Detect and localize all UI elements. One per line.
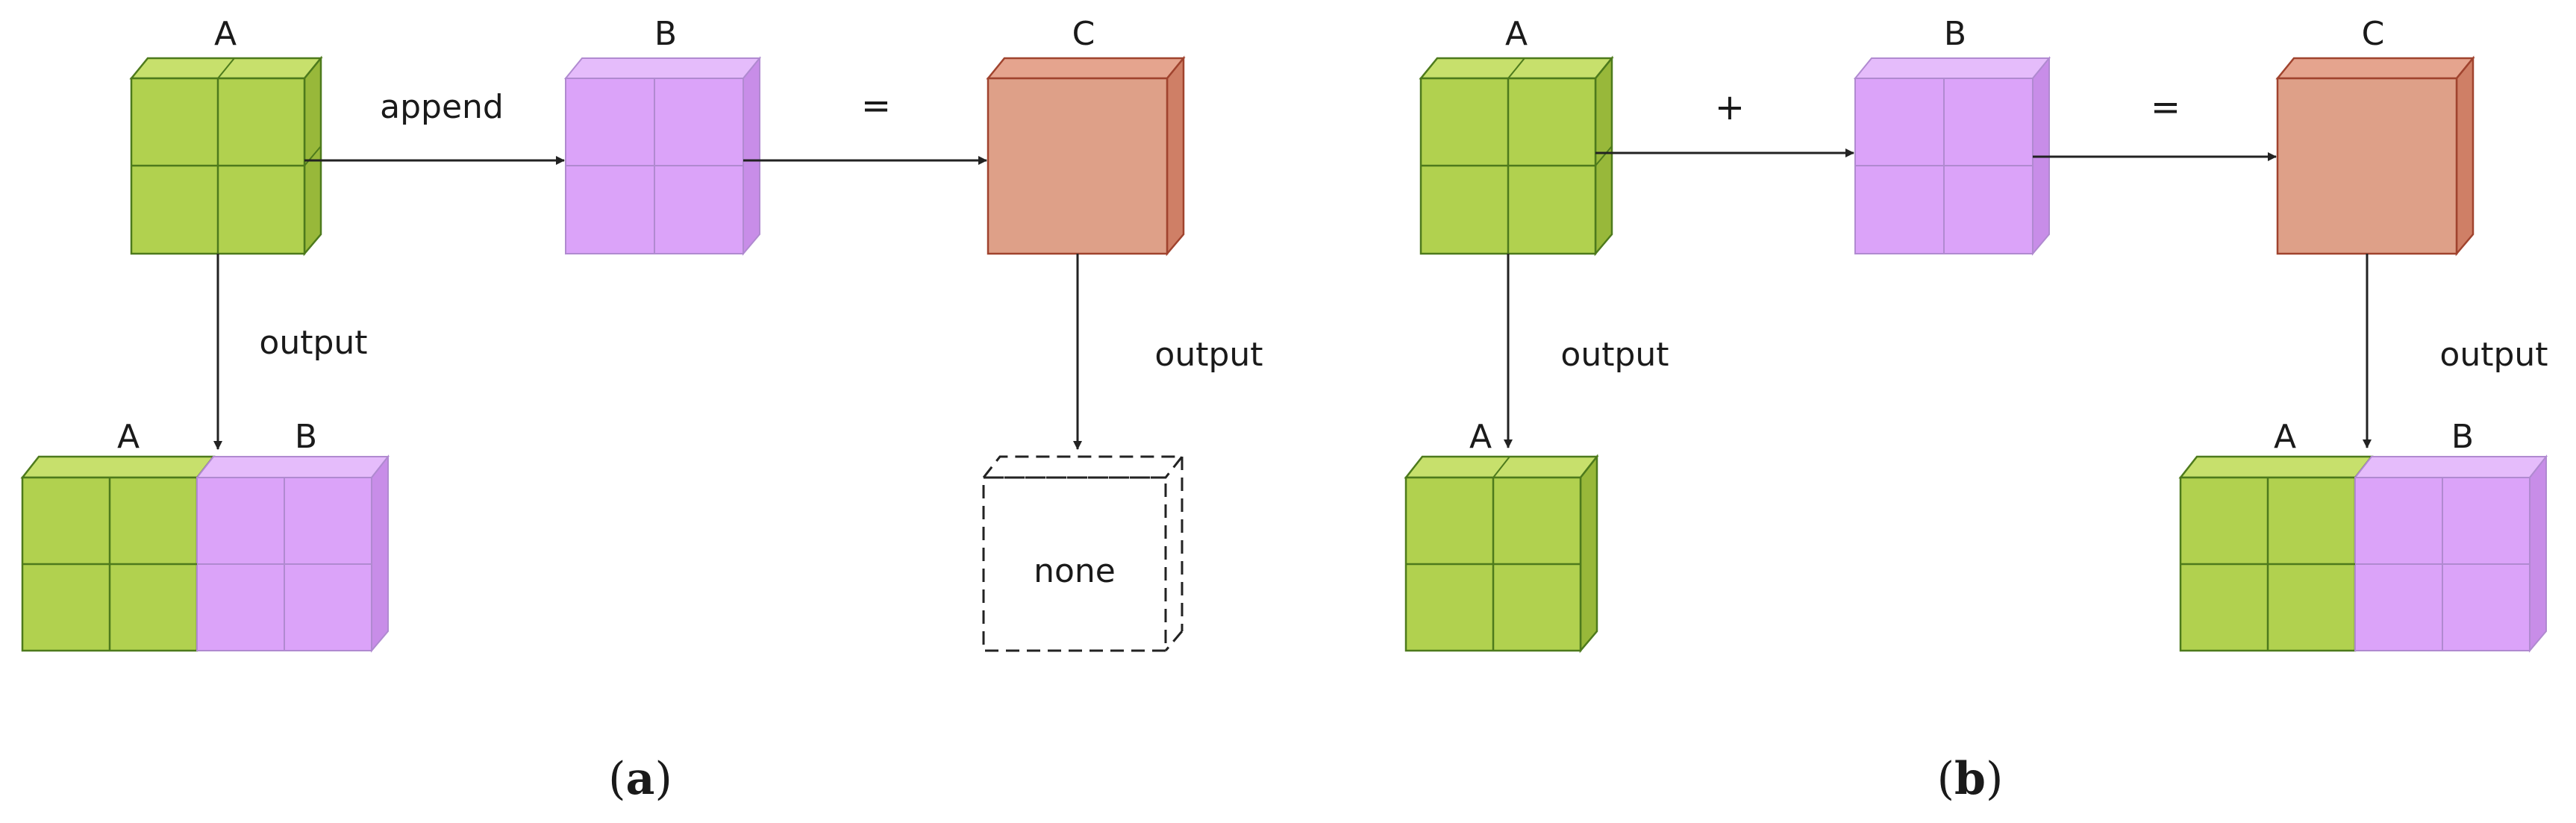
caption-a: (a) — [608, 753, 672, 805]
caption-b: (b) — [1937, 753, 2004, 805]
operator-plus: + — [1715, 87, 1745, 128]
result-left-label-a: A — [1469, 418, 1492, 456]
result-ab-block-b — [2178, 454, 2548, 653]
cube-a-green — [129, 55, 323, 257]
cube-b-purple-b — [1853, 56, 2051, 256]
result-label-a: A — [117, 418, 140, 456]
label-b: B — [654, 15, 677, 53]
operator-equals: = — [861, 85, 891, 127]
result-label-b: B — [295, 418, 317, 456]
result-right-label-a: A — [2274, 418, 2296, 456]
label-c-b: C — [2362, 15, 2385, 53]
none-dashed-cube — [981, 455, 1185, 652]
cube-c-salmon — [986, 55, 1186, 257]
panel-a: A B C append = output output — [20, 15, 1263, 805]
label-c: C — [1072, 15, 1095, 53]
operator-equals-b: = — [2151, 87, 2180, 128]
output-label-right-b: output — [2439, 336, 2548, 374]
result-a-block — [1404, 454, 1599, 654]
output-label-right: output — [1154, 336, 1263, 374]
label-a-b: A — [1505, 15, 1528, 53]
label-a: A — [214, 15, 237, 53]
none-label: none — [1034, 552, 1116, 590]
cube-a-green-b — [1419, 55, 1614, 257]
output-label-left-b: output — [1560, 336, 1669, 374]
result-right-label-b: B — [2451, 418, 2474, 456]
operator-append: append — [380, 88, 504, 126]
output-label-left: output — [259, 324, 367, 362]
label-b-b: B — [1944, 15, 1966, 53]
panel-b: A B C + = output output — [1404, 15, 2548, 805]
cube-c-salmon-b — [2275, 55, 2475, 257]
cube-b-purple — [563, 56, 762, 256]
result-ab-block — [20, 454, 390, 653]
